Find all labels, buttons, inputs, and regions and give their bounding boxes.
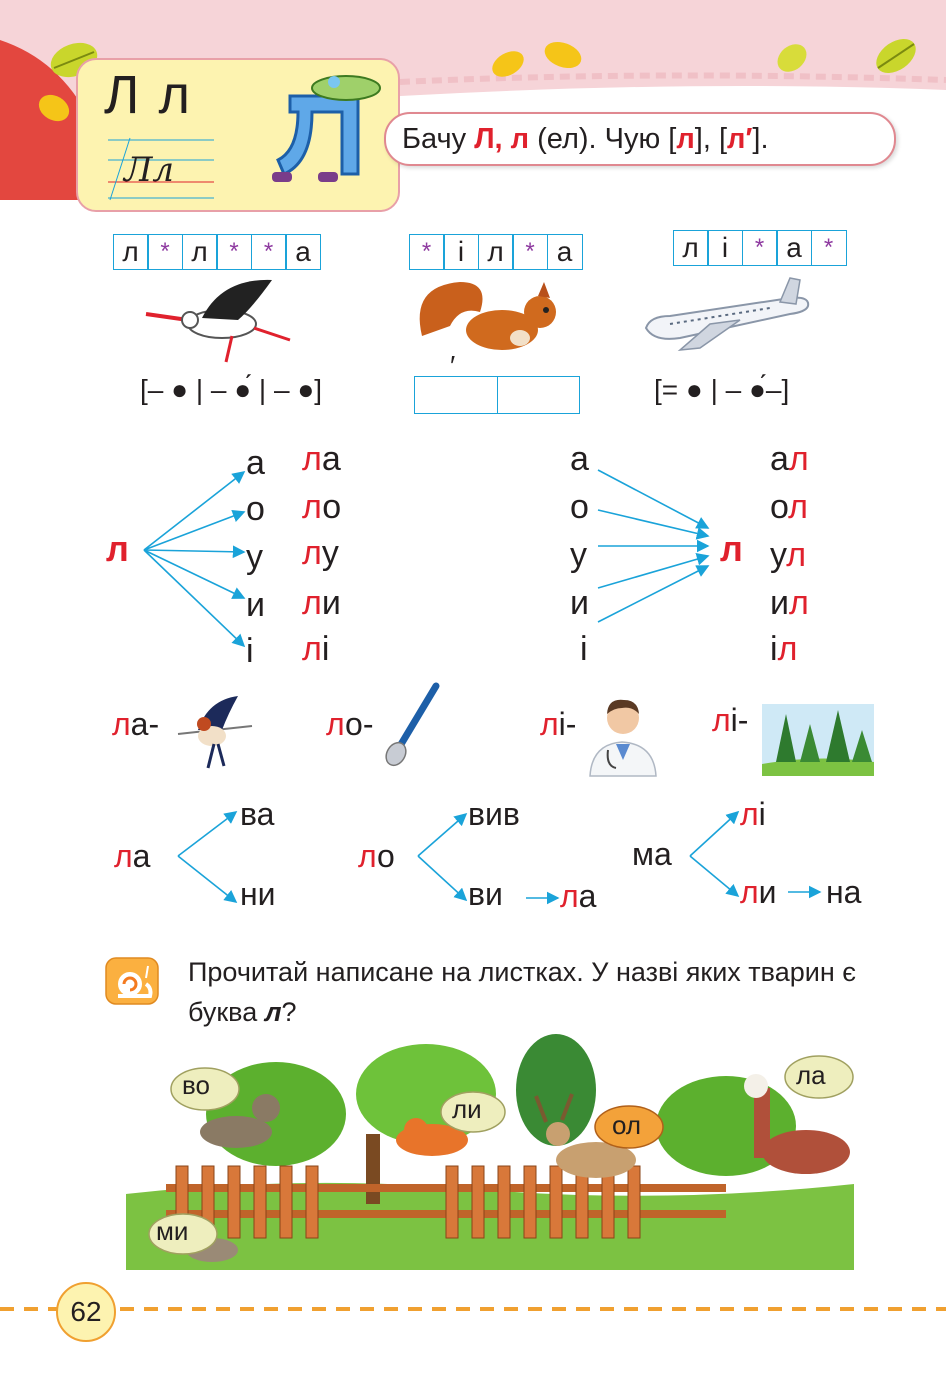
- vowel-right-a: а: [570, 440, 589, 478]
- tree1-bottom: ни: [240, 876, 276, 912]
- syllable-la: ла: [302, 440, 341, 478]
- hear-see-banner: Бачу Л, л (ел). Чую [л], [л′].: [384, 112, 896, 166]
- stork-icon: [145, 279, 291, 363]
- letter-character-icon: [272, 75, 381, 182]
- word-box-1: л * л * * а: [112, 234, 321, 270]
- picture-word-spoon: ло-: [326, 706, 374, 742]
- tree-arrows: [177, 810, 822, 905]
- syllable-lu: лу: [302, 534, 339, 572]
- autumn-leaf-icon: [876, 38, 916, 74]
- tree1-top: ва: [240, 796, 275, 832]
- hear-sound-soft: л′: [727, 123, 753, 155]
- stress-mark: ′: [450, 350, 456, 381]
- leaf-label-my: ми: [156, 1216, 189, 1246]
- airplane-icon: [644, 277, 810, 351]
- syllable-ol: ол: [770, 488, 809, 526]
- swallow-icon: [177, 696, 253, 769]
- squirrel-icon: [419, 282, 556, 350]
- leaf-label-vo: во: [182, 1070, 210, 1100]
- script-letters: Лл: [124, 150, 175, 190]
- arrows-left: [143, 469, 710, 648]
- leaf-label-ol: ол: [612, 1110, 642, 1140]
- vowel-right-y: и: [570, 584, 589, 622]
- vowel-o: о: [246, 490, 265, 528]
- syllable-al: ал: [770, 440, 809, 478]
- vowel-right-i: і: [580, 630, 588, 668]
- tree3-root: ма: [632, 836, 672, 872]
- sound-scheme-empty: [414, 376, 580, 414]
- vowel-right-u: у: [570, 536, 587, 574]
- word-box-3: л і * а *: [672, 230, 847, 266]
- leaf-shape: [594, 1105, 664, 1149]
- consonant-right: л: [720, 528, 743, 569]
- tree1-root: ла: [114, 838, 151, 874]
- tree2-bottom: ви: [468, 876, 503, 912]
- footer-dashes: [0, 1307, 946, 1311]
- top-banner: [0, 0, 946, 200]
- letter-title: Л л: [104, 65, 192, 125]
- vowel-y: и: [246, 586, 265, 624]
- leaf-shape: [148, 1213, 218, 1255]
- vowel-i: і: [246, 632, 254, 670]
- picture-word-swallow: ла-: [112, 706, 160, 742]
- snail-icon: [105, 957, 159, 1005]
- picture-word-doctor: лі-: [540, 706, 577, 742]
- script-letters-box: Лл: [108, 136, 214, 202]
- word-box-2: * і л * а: [408, 234, 583, 270]
- consonant-left: л: [106, 528, 129, 569]
- tree3-top: лі: [740, 796, 766, 832]
- syllable-lo: ло: [302, 488, 342, 526]
- sound-scheme-3: [= ● | – ●́–]: [654, 374, 790, 405]
- leaf-label-ly: ли: [452, 1094, 482, 1124]
- sound-scheme-1: [– ● | – ●́ | – ●]: [140, 374, 323, 405]
- autumn-leaf-icon: [544, 41, 582, 69]
- syllable-ul: ул: [770, 536, 807, 574]
- hear-letters: Л, л: [474, 123, 530, 155]
- syllable-yl: ил: [770, 584, 809, 622]
- animal-scene: [126, 1034, 854, 1270]
- tree3-bottom: ли: [740, 874, 777, 910]
- tree2-top: вив: [468, 796, 520, 832]
- leaf-label-la: ла: [796, 1060, 826, 1090]
- vowel-right-o: о: [570, 488, 589, 526]
- autumn-leaf-icon: [492, 51, 524, 77]
- vowel-a: а: [246, 444, 265, 482]
- leaf-shape: [784, 1055, 854, 1099]
- leaf-shape: [440, 1091, 506, 1133]
- hear-sound-hard: л: [676, 123, 695, 155]
- autumn-leaf-icon: [38, 94, 70, 122]
- syllable-il: іл: [770, 630, 798, 668]
- page-number: 62: [56, 1282, 116, 1342]
- tree2-bottom-next: ла: [560, 878, 597, 914]
- autumn-leaf-icon: [777, 44, 807, 72]
- syllable-ly: ли: [302, 584, 341, 622]
- task-text: Прочитай написане на листках. У назві як…: [188, 957, 857, 1027]
- tree3-bottom-next: на: [826, 874, 862, 910]
- forest-icon: [762, 704, 874, 776]
- spoon-icon: [385, 682, 440, 767]
- leaf-shape: [170, 1067, 240, 1111]
- syllable-li: лі: [302, 630, 330, 668]
- picture-word-forest: лі-: [712, 702, 749, 738]
- vowel-u: у: [246, 538, 263, 576]
- doctor-icon: [589, 699, 657, 777]
- tree2-root: ло: [358, 838, 395, 874]
